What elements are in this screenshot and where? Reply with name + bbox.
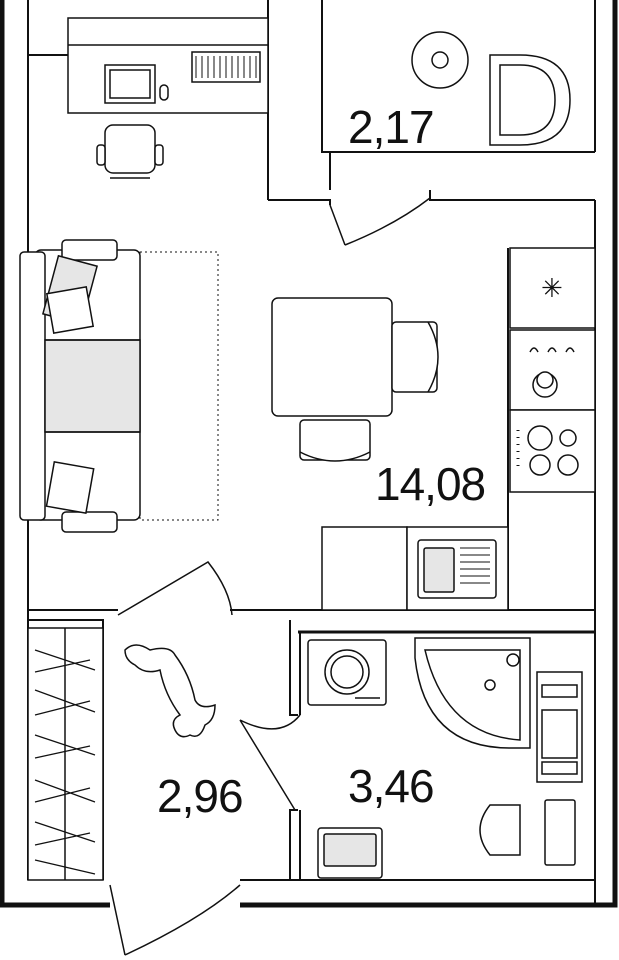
kitchen bbox=[321, 247, 596, 611]
wardrobe bbox=[27, 627, 104, 881]
doors bbox=[109, 197, 431, 956]
area-label-living-room: 14,08 bbox=[375, 458, 485, 510]
desk-area bbox=[67, 17, 269, 179]
small-bath-fixtures bbox=[411, 31, 571, 146]
bathroom-door bbox=[239, 714, 301, 811]
area-label-bathroom: 3,46 bbox=[348, 760, 434, 812]
hallway-inner-door bbox=[117, 561, 233, 616]
bath-small-door bbox=[329, 197, 431, 246]
desk-chair-icon bbox=[104, 124, 156, 174]
dining-set bbox=[271, 297, 439, 462]
area-label-small-bath: 2,17 bbox=[348, 101, 434, 153]
area-label-hallway: 2,96 bbox=[157, 770, 243, 822]
sofa bbox=[19, 239, 219, 533]
wc-icon bbox=[479, 804, 521, 856]
dog-icon bbox=[124, 644, 216, 738]
entrance-door bbox=[109, 884, 241, 956]
fridge-icon: ✳ bbox=[541, 274, 563, 304]
bathroom-fixtures bbox=[307, 637, 583, 879]
